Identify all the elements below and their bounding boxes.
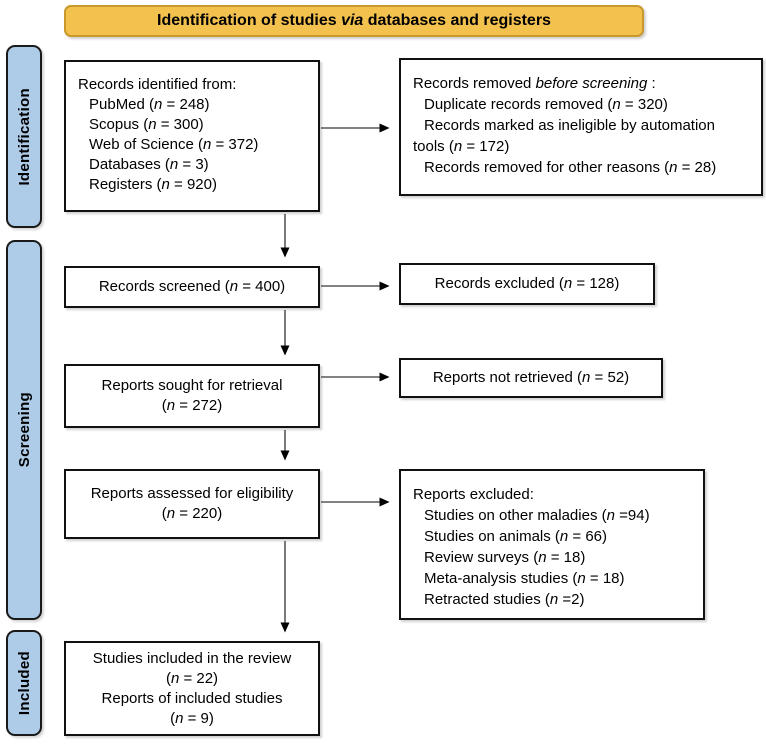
- box-text-line: Reports not retrieved (n = 52): [432, 369, 630, 386]
- box-text-line: Review surveys (n = 18): [424, 549, 586, 566]
- box-records-screened: Records screened (n = 400): [64, 266, 320, 308]
- stage-label-identification: Identification: [6, 45, 42, 228]
- box-text-line: Reports excluded:: [413, 486, 534, 503]
- flow-title: Identification of studies via databases …: [157, 12, 551, 29]
- flow-title-banner: Identification of studies via databases …: [64, 5, 644, 37]
- stage-label-included-text: Included: [15, 650, 33, 716]
- box-text-line: Records marked as ineligible by automati…: [424, 117, 715, 134]
- stage-label-identification-text: Identification: [15, 87, 33, 186]
- box-records-identified: Records identified from: PubMed (n = 248)…: [64, 60, 320, 212]
- box-text-line: Studies on other maladies (n =94): [424, 507, 650, 524]
- box-text-line: PubMed (n = 248): [89, 96, 210, 113]
- box-text-line: Reports assessed for eligibility: [90, 485, 294, 502]
- box-records-removed-before-screening: Records removed before screening : Duplic…: [399, 58, 763, 196]
- stage-label-screening-text: Screening: [15, 392, 33, 468]
- box-text-line: Records screened (n = 400): [98, 278, 286, 295]
- box-text-line: Scopus (n = 300): [89, 116, 204, 133]
- box-text-line: (n = 22): [165, 669, 219, 687]
- box-text-line: (n = 9): [170, 709, 214, 727]
- stage-label-screening: Screening: [6, 240, 42, 620]
- box-reports-not-retrieved: Reports not retrieved (n = 52): [399, 358, 663, 398]
- box-text-line: Records removed before screening :: [413, 75, 656, 92]
- box-text-line: Web of Science (n = 372): [89, 136, 259, 153]
- box-text-line: Studies on animals (n = 66): [424, 528, 608, 545]
- box-text-line: Records removed for other reasons (n = 2…: [424, 159, 717, 176]
- box-records-excluded: Records excluded (n = 128): [399, 263, 655, 305]
- box-text-line: Records excluded (n = 128): [434, 275, 620, 292]
- box-text-line: (n = 272): [161, 397, 223, 414]
- box-studies-included: Studies included in the review (n = 22) Re…: [64, 641, 320, 736]
- box-reports-assessed-for-eligibility: Reports assessed for eligibility (n = 220…: [64, 469, 320, 539]
- box-text-line: Studies included in the review: [92, 649, 292, 667]
- box-text-line: tools (n = 172): [413, 138, 510, 155]
- box-text-line: Duplicate records removed (n = 320): [424, 96, 668, 113]
- box-reports-sought-for-retrieval: Reports sought for retrieval (n = 272): [64, 364, 320, 428]
- box-text-line: Records identified from:: [78, 76, 237, 93]
- box-text-line: Meta-analysis studies (n = 18): [424, 570, 625, 587]
- box-text-line: Registers (n = 920): [89, 176, 217, 193]
- stage-label-included: Included: [6, 630, 42, 736]
- box-text-line: Reports sought for retrieval: [101, 377, 283, 394]
- box-text-line: Reports of included studies: [101, 689, 283, 707]
- box-text-line: (n = 220): [161, 505, 223, 522]
- box-text-line: Retracted studies (n =2): [424, 591, 585, 608]
- box-reports-excluded: Reports excluded: Studies on other maladi…: [399, 469, 705, 620]
- box-text-line: Databases (n = 3): [89, 156, 209, 173]
